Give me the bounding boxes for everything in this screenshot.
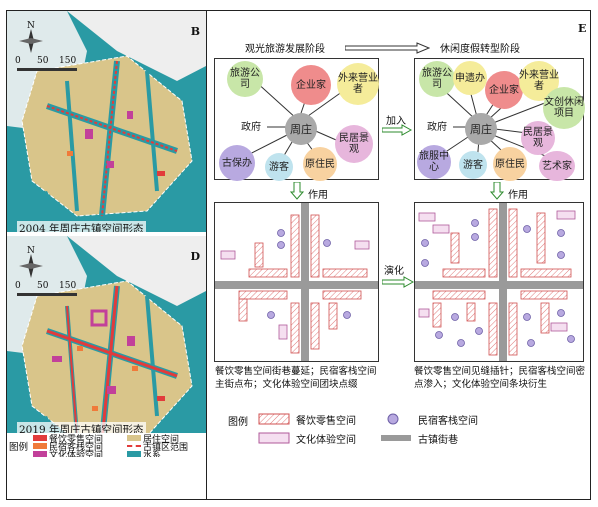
scale-0: 0 [15, 281, 21, 291]
legend-swatch-culture [258, 432, 290, 444]
map-2004-graphic [7, 11, 206, 232]
panel-divider [206, 10, 207, 500]
evolve-arrow-icon [382, 276, 414, 288]
actor-outside-operator: 外来营业者 [519, 61, 559, 101]
effect-arrow-right-icon [490, 182, 504, 200]
map-caption-2004: 2004 年周庄古镇空间形态 [17, 221, 146, 232]
map-legend-residential: 居住空间 [143, 435, 180, 445]
description-right: 餐饮零售空间见缝插针；民宿客栈空间密点渗入；文化体验空间条块衍生 [414, 366, 586, 390]
scale-150: 150 [59, 281, 77, 291]
actor-entrepreneur: 企业家 [291, 65, 331, 105]
description-left: 餐饮零售空间街巷蔓延；民宿客栈空间主街点布；文化体验空间团块点缀 [215, 366, 377, 390]
legend-culture: 文化体验空间 [296, 435, 356, 446]
space-diagram-left [214, 202, 379, 362]
actor-network-left: 旅游公司 企业家 外来营业者 政府 周庄 民居景观 古保办 游客 原住民 [214, 58, 379, 181]
actor-residents: 原住民 [493, 147, 527, 181]
actor-residential-landscape: 民居景观 [335, 125, 373, 163]
actor-residents: 原住民 [303, 147, 337, 181]
actor-government: 政府 [235, 111, 267, 143]
actor-outside-operator: 外来营业者 [337, 63, 379, 105]
panel-letter-e: E [578, 22, 587, 35]
space-graphic-left [215, 203, 378, 361]
hub-zhouzhuang: 周庄 [285, 113, 317, 145]
evolve-label: 演化 [384, 266, 404, 277]
scale-bar [17, 68, 77, 71]
actor-tourists: 游客 [265, 153, 293, 181]
actor-heritage-application-office: 申遗办 [453, 61, 487, 95]
map-legend-catering: 餐饮零售空间 [49, 435, 104, 445]
actor-residential-landscape: 民居景观 [521, 121, 555, 155]
legend-homestay: 民宿客栈空间 [418, 416, 478, 427]
map-legend-homestay: 民宿客栈空间 [49, 443, 104, 453]
map-letter-d: D [190, 250, 200, 263]
swatch-homestay [33, 443, 47, 449]
scale-50: 50 [37, 56, 49, 66]
north-label: N [27, 246, 35, 256]
actor-network-right: 旅游公司 申遗办 企业家 外来营业者 政府 周庄 文创休闲项目 民居景观 旅服中… [414, 58, 585, 181]
actor-visitor-center: 旅服中心 [417, 145, 451, 179]
map-2004: N 0 50 150 B 2004 年周庄古镇空间形态 [7, 11, 206, 232]
join-arrow-icon [382, 124, 412, 136]
space-diagram-right [414, 202, 584, 362]
map-legend-town-boundary: 古镇区范围 [143, 443, 189, 453]
figure-frame [6, 10, 591, 500]
stage-leisure: 休闲度假转型阶段 [440, 44, 520, 55]
actor-government: 政府 [421, 111, 453, 143]
scale-150: 150 [59, 56, 77, 66]
swatch-water [127, 451, 141, 457]
actor-tourists: 游客 [459, 151, 487, 179]
hub-zhouzhuang: 周庄 [465, 113, 497, 145]
effect-arrow-left-icon [290, 182, 304, 200]
scale-50: 50 [37, 281, 49, 291]
map-legend-culture: 文化体验空间 [49, 451, 104, 457]
map-letter-b: B [190, 25, 200, 38]
actor-tourism-company: 旅游公司 [227, 61, 263, 97]
actor-entrepreneur: 企业家 [485, 71, 523, 109]
map-2019-graphic [7, 236, 206, 457]
stage-arrow-icon [345, 42, 430, 54]
north-label: N [27, 21, 35, 31]
swatch-town-boundary [127, 445, 141, 447]
legend-swatch-homestay [387, 413, 399, 425]
map-2019: N 0 50 150 D 2019 年周庄古镇空间形态 图例 餐饮零售空间 居住… [7, 236, 206, 457]
swatch-catering [33, 435, 47, 441]
join-label: 加入 [386, 116, 406, 127]
swatch-residential [127, 435, 141, 441]
swatch-culture [33, 451, 47, 457]
actor-artist: 艺术家 [539, 151, 575, 181]
legend-swatch-street [381, 435, 411, 441]
legend-street: 古镇街巷 [418, 435, 458, 446]
actor-cultural-leisure-project: 文创休闲项目 [543, 87, 585, 129]
legend-swatch-catering [258, 413, 290, 425]
actor-tourism-company: 旅游公司 [419, 61, 455, 97]
actor-heritage-office: 古保办 [219, 145, 255, 181]
scale-bar [17, 293, 77, 296]
effect-label-right: 作用 [508, 190, 528, 201]
effect-label-left: 作用 [308, 190, 328, 201]
space-graphic-right [415, 203, 583, 361]
stage-sightseeing: 观光旅游发展阶段 [245, 44, 325, 55]
legend-catering: 餐饮零售空间 [296, 416, 356, 427]
scale-0: 0 [15, 56, 21, 66]
map-legend-water: 水系 [143, 451, 162, 457]
north-arrow-icon [19, 254, 43, 278]
map-legend: 图例 餐饮零售空间 居住空间 民宿客栈空间 古镇区范围 文化体验空间 水系 [7, 433, 206, 457]
legend-title: 图例 [228, 417, 248, 428]
map-legend-title: 图例 [9, 442, 29, 453]
north-arrow-icon [19, 29, 43, 53]
